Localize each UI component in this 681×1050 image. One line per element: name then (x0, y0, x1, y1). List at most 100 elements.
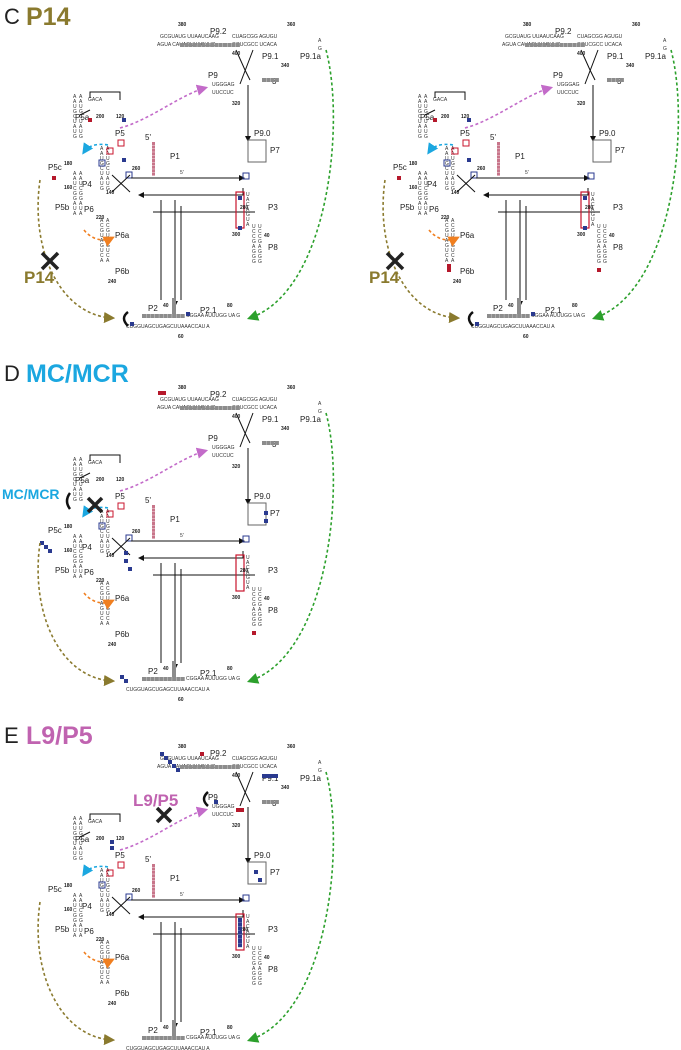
sequence-text: A (100, 539, 104, 545)
nucleotide-marker (270, 800, 275, 804)
five-prime-end: 5' (145, 133, 151, 142)
l9-p5-arrow (464, 84, 554, 129)
nucleotide-marker (611, 78, 616, 82)
nucleotide-marker (152, 891, 155, 895)
helix-label-p5a: P5a (75, 835, 90, 844)
nucleotide-marker (238, 939, 242, 943)
helix-label-p5: P5 (115, 129, 125, 138)
sequence-text: A (258, 966, 262, 972)
sequence-text: A (252, 966, 256, 972)
sequence-text: U (246, 192, 250, 198)
nucleotide-marker (447, 264, 451, 268)
helix-label-p6: P6 (429, 205, 439, 214)
position-number: 220 (441, 215, 450, 221)
helix-label-p5a: P5a (420, 113, 435, 122)
sequence-text: U (445, 181, 449, 187)
position-number: 360 (632, 22, 641, 28)
helix-label-p7: P7 (270, 146, 280, 155)
sequence-text: G (79, 559, 83, 565)
position-number: 160 (64, 907, 73, 913)
sequence-text: G (258, 259, 262, 265)
sequence-text: C (79, 908, 83, 914)
sequence-text: G (591, 212, 595, 218)
helix-label-p9-1: P9.1 (262, 52, 279, 61)
sequence-text: U (106, 248, 110, 254)
sequence-text: C (451, 253, 455, 259)
sequence-text: A (445, 146, 449, 152)
nucleotide-marker (227, 765, 232, 769)
nucleotide-marker (218, 43, 223, 47)
position-number: 240 (108, 279, 117, 285)
sequence-text: G (100, 186, 104, 192)
nucleotide-marker (201, 406, 206, 410)
nucleotide-marker (163, 314, 168, 318)
nucleotide-marker (495, 314, 500, 318)
helix-label-p5c: P5c (48, 885, 62, 894)
position-number: 240 (108, 1001, 117, 1007)
sequence-text: G (79, 831, 83, 837)
sequence-text: C (100, 223, 104, 229)
sequence-text: UUCCUC (212, 453, 234, 459)
sequence-text: U (258, 587, 262, 593)
sequence-text: GACA (433, 97, 448, 103)
nucleotide-marker (235, 765, 240, 769)
sequence-text: G (106, 883, 110, 889)
sequence-text: C (252, 597, 256, 603)
nucleotide-marker (150, 677, 155, 681)
backbone-line (138, 910, 244, 920)
position-number: 180 (409, 161, 418, 167)
sequence-text: G (252, 249, 256, 255)
sequence-text: U (106, 903, 110, 909)
nucleotide-marker (619, 78, 624, 82)
sequence-text: A (106, 980, 110, 986)
sequence-text: A (79, 487, 83, 493)
sequence-text: A (418, 211, 422, 217)
sequence-text: U (418, 104, 422, 110)
sequence-text: C (73, 836, 77, 842)
nucleotide-marker (240, 808, 244, 812)
sequence-text: A (246, 222, 250, 228)
sequence-text: A (106, 940, 110, 946)
nucleotide-marker (163, 677, 168, 681)
nucleotide-marker (214, 800, 218, 804)
sequence-text: G (252, 602, 256, 608)
sequence-text: A (73, 564, 77, 570)
sequence-text: U (424, 206, 428, 212)
boxed-nucleotide (451, 147, 459, 155)
sequence-text: U (73, 104, 77, 110)
p13-green-arrow (591, 49, 680, 321)
nucleotide-marker (467, 158, 471, 162)
boxed-nucleotide (106, 869, 114, 877)
sequence-text: G (445, 243, 449, 249)
sequence-text: A (418, 124, 422, 130)
nucleotide-marker (210, 43, 215, 47)
nucleotide-marker (529, 43, 534, 47)
nucleotide-marker (512, 314, 517, 318)
nucleotide-marker (154, 1036, 159, 1040)
sequence-text: G (252, 976, 256, 982)
backbone-line (89, 813, 121, 822)
boxed-nucleotide (462, 139, 470, 147)
nucleotide-marker (274, 78, 279, 82)
sequence-text: A (106, 539, 110, 545)
sequence-text: G (73, 554, 77, 560)
sequence-text: U (100, 156, 104, 162)
backbone-line (239, 412, 254, 448)
sequence-text: G (424, 109, 428, 115)
helix-label-p7: P7 (270, 868, 280, 877)
sequence-text: U (445, 233, 449, 239)
sequence-text: A (445, 176, 449, 182)
sequence-text: A (418, 99, 422, 105)
sequence-text: U (79, 119, 83, 125)
sequence-text: U (79, 851, 83, 857)
sequence-text: G (79, 497, 83, 503)
sequence-text: G (73, 856, 77, 862)
sequence-text: G (603, 249, 607, 255)
nucleotide-marker (122, 118, 126, 122)
sequence-text: C (100, 616, 104, 622)
p3-box (235, 913, 245, 951)
nucleotide-marker (205, 43, 210, 47)
sequence-text: G (73, 196, 77, 202)
sequence-text: U (73, 119, 77, 125)
nucleotide-marker (238, 943, 242, 948)
